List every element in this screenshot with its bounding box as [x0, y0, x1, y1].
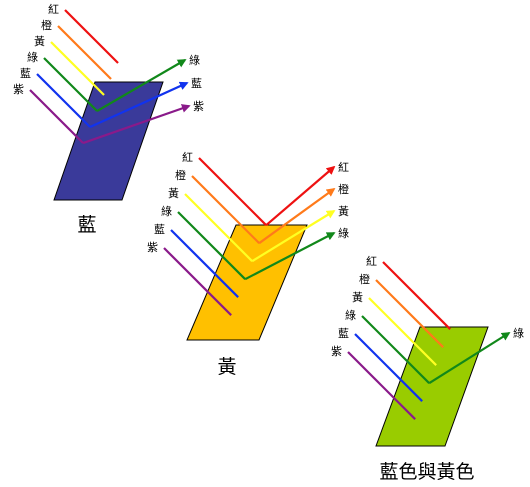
blue-yellow-filter-caption: 藍色與黃色 [379, 461, 474, 483]
reflected-label-orange: 橙 [338, 182, 349, 196]
reflected-label-purple: 紫 [193, 100, 204, 113]
incoming-ray-blue [354, 333, 423, 402]
incoming-ray-blue [36, 73, 91, 128]
incoming-label-orange: 橙 [41, 18, 52, 32]
incoming-label-green: 綠 [161, 205, 172, 218]
incoming-label-orange: 橙 [175, 168, 186, 182]
incoming-ray-yellow [368, 297, 437, 366]
incoming-ray-green [43, 57, 98, 112]
incoming-ray-green [361, 315, 430, 384]
incoming-ray-yellow [184, 193, 253, 262]
reflected-ray-yellow [251, 210, 336, 263]
incoming-ray-orange [375, 279, 444, 348]
reflected-label-green: 綠 [189, 54, 200, 67]
incoming-label-orange: 橙 [359, 272, 370, 286]
reflected-label-green: 綠 [338, 227, 349, 240]
reflected-label-blue: 藍 [191, 77, 202, 90]
reflected-ray-green [96, 59, 187, 112]
incoming-label-purple: 紫 [13, 83, 24, 96]
incoming-ray-purple [347, 351, 416, 420]
reflected-ray-orange [258, 187, 336, 245]
incoming-label-red: 紅 [366, 255, 377, 268]
reflected-ray-green [428, 332, 511, 385]
blue-filter-plate [53, 81, 164, 201]
incoming-label-blue: 藍 [20, 67, 31, 80]
yellow-filter-caption: 黃 [217, 356, 236, 378]
incoming-ray-red [198, 157, 267, 226]
incoming-label-blue: 藍 [154, 223, 165, 236]
reflected-ray-purple [82, 104, 191, 145]
incoming-ray-purple [163, 247, 232, 316]
incoming-label-green: 綠 [27, 51, 38, 64]
reflected-ray-blue [89, 81, 189, 129]
reflected-ray-green [244, 232, 336, 281]
incoming-label-purple: 紫 [147, 241, 158, 254]
incoming-ray-red [64, 9, 119, 64]
reflected-label-green: 綠 [513, 327, 524, 340]
blue-filter-caption: 藍 [77, 214, 96, 236]
incoming-label-purple: 紫 [331, 345, 342, 358]
reflected-label-red: 紅 [338, 161, 349, 174]
incoming-label-yellow: 黃 [352, 291, 363, 304]
incoming-label-blue: 藍 [338, 327, 349, 340]
incoming-ray-yellow [50, 41, 105, 96]
incoming-label-green: 綠 [345, 309, 356, 322]
incoming-label-red: 紅 [48, 3, 59, 16]
incoming-label-yellow: 黃 [168, 187, 179, 200]
yellow-filter-plate [186, 224, 308, 341]
incoming-ray-red [382, 261, 451, 330]
incoming-label-yellow: 黃 [34, 35, 45, 48]
incoming-ray-purple [29, 89, 84, 144]
incoming-ray-orange [191, 175, 260, 244]
reflected-ray-red [265, 165, 336, 227]
incoming-ray-green [177, 211, 246, 280]
incoming-ray-blue [170, 229, 239, 298]
incoming-label-red: 紅 [182, 151, 193, 164]
reflected-label-yellow: 黃 [338, 205, 349, 218]
blue-yellow-filter-plate [375, 326, 489, 447]
incoming-ray-orange [57, 25, 112, 80]
